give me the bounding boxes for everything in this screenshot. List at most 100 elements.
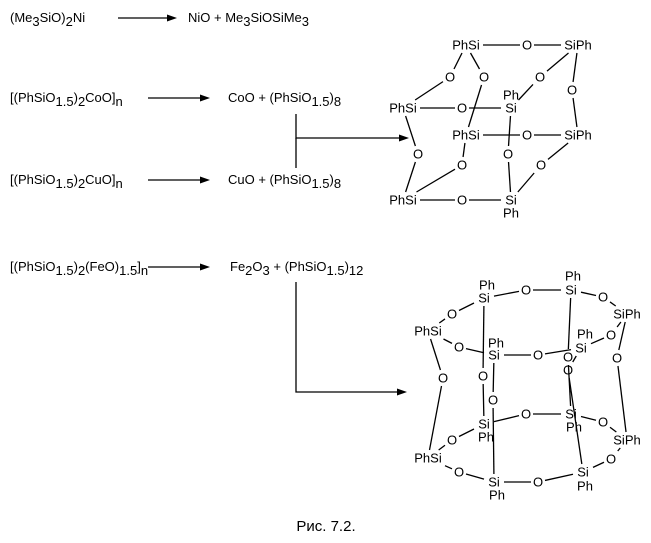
arrowhead: [397, 388, 407, 396]
oxygen-atom: O: [503, 147, 513, 162]
siloxane-bond: [404, 115, 417, 147]
siloxane-bond: [469, 52, 481, 70]
siloxane-bond: [416, 168, 456, 193]
phenyl-label: Ph: [577, 479, 593, 494]
oxygen-atom: O: [457, 101, 467, 116]
silicon-atom: PhSi: [452, 128, 480, 143]
oxygen-atom: O: [606, 452, 616, 467]
siloxane-bond: [493, 290, 520, 297]
siloxane-bond: [544, 348, 572, 355]
oxygen-atom: O: [521, 283, 531, 298]
oxygen-atom: O: [522, 38, 532, 53]
arrowhead: [167, 14, 177, 22]
phenyl-label: Ph: [503, 206, 519, 221]
siloxane-bond: [609, 301, 617, 307]
phenyl-label: Ph: [488, 336, 504, 351]
siloxane-bond: [517, 172, 535, 193]
oxygen-atom: O: [533, 348, 543, 363]
siloxane-bond: [546, 52, 569, 72]
phenyl-label: Ph: [489, 488, 505, 503]
siloxane-bond: [465, 347, 485, 354]
phenyl-label: Ph: [503, 88, 519, 103]
silicon-atom: Si: [565, 407, 577, 422]
silicon-atom: PhSi: [414, 324, 442, 339]
silicon-atom: PhSi: [452, 38, 480, 53]
siloxane-bond: [544, 473, 574, 482]
siloxane-bond: [567, 297, 572, 350]
silicon-atom: PhSi: [414, 451, 442, 466]
figure-caption: Рис. 7.2.: [296, 518, 355, 535]
siloxane-bond: [462, 142, 466, 158]
siloxane-bond: [617, 447, 621, 452]
siloxane-bond: [568, 377, 583, 465]
siloxane-bond: [592, 461, 605, 468]
product-formula: Fe2O3 + (PhSiO1.5)12: [230, 259, 363, 278]
oxygen-atom: O: [567, 83, 577, 98]
phenyl-label: Ph: [566, 420, 582, 435]
silicon-atom: Si: [575, 341, 587, 356]
siloxane-bond: [609, 426, 617, 433]
oxygen-atom: O: [606, 328, 616, 343]
silicon-atom: SiPh: [564, 38, 591, 53]
oxygen-atom: O: [535, 70, 545, 85]
silicon-atom: Si: [478, 291, 490, 306]
phenyl-label: Ph: [565, 269, 581, 284]
silicon-atom: Si: [488, 475, 500, 490]
silicon-atom: PhSi: [389, 101, 417, 116]
oxygen-atom: O: [521, 407, 531, 422]
siloxane-bond: [444, 465, 453, 470]
siloxane-bond: [580, 291, 597, 297]
siloxane-bond: [428, 385, 443, 451]
silicon-atom: SiPh: [564, 128, 591, 143]
siloxane-bond: [443, 338, 453, 344]
siloxane-bond: [458, 428, 475, 438]
siloxane-bond: [572, 97, 578, 128]
siloxane-bond: [572, 52, 578, 83]
phenyl-label: Ph: [577, 327, 593, 342]
oxygen-atom: O: [478, 369, 488, 384]
oxygen-atom: O: [413, 147, 423, 162]
oxygen-atom: O: [488, 393, 498, 408]
silicon-atom: Si: [478, 417, 490, 432]
oxygen-atom: O: [612, 351, 622, 366]
oxygen-atom: O: [479, 70, 489, 85]
oxygen-atom: O: [454, 465, 464, 480]
reactant-formula: [(PhSiO1.5)2CoO]n: [10, 90, 123, 109]
reactant-formula: [(PhSiO1.5)2(FeO)1.5]n: [10, 259, 148, 278]
siloxane-bond: [580, 415, 597, 421]
siloxane-bond: [438, 444, 446, 451]
arrowhead: [200, 176, 210, 184]
siloxane-bond: [438, 318, 446, 324]
siloxane-bond: [404, 161, 417, 193]
silicon-atom: Si: [505, 193, 517, 208]
siloxane-bond: [572, 355, 577, 363]
siloxane-bond: [492, 407, 495, 475]
siloxane-bond: [492, 362, 495, 393]
siloxane-bond: [467, 84, 483, 128]
oxygen-atom: O: [598, 290, 608, 305]
oxygen-atom: O: [533, 475, 543, 490]
siloxane-bond: [618, 321, 626, 351]
phenyl-label: Ph: [479, 278, 495, 293]
silicon-atom: Si: [565, 283, 577, 298]
silicon-atom: SiPh: [613, 307, 640, 322]
silicon-atom: Si: [488, 348, 500, 363]
silicon-atom: SiPh: [613, 433, 640, 448]
siloxane-bond: [482, 305, 485, 369]
siloxane-bond: [458, 302, 475, 312]
connector-line: [295, 114, 400, 139]
siloxane-bond: [590, 337, 605, 345]
siloxane-bond: [465, 473, 485, 480]
siloxane-bond: [616, 321, 622, 328]
oxygen-atom: O: [438, 371, 448, 386]
connector-line: [295, 282, 398, 393]
arrowhead: [399, 134, 409, 142]
oxygen-atom: O: [457, 158, 467, 173]
oxygen-atom: O: [454, 340, 464, 355]
siloxane-bond: [414, 81, 444, 101]
siloxane-bond: [493, 415, 520, 423]
